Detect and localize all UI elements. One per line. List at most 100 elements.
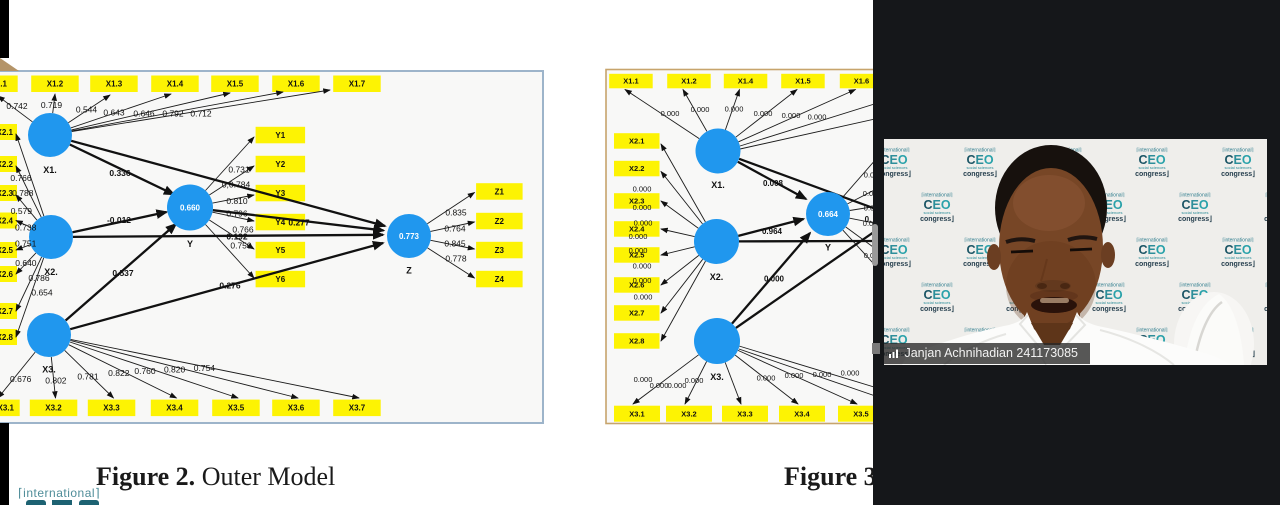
svg-text:0.537: 0.537 [112,268,134,278]
svg-text:0,0.784: 0,0.784 [222,180,251,190]
svg-text:0.0: 0.0 [864,171,873,180]
svg-text:0.0: 0.0 [864,204,873,213]
svg-text:X2.2: X2.2 [629,164,644,173]
svg-text:0.738: 0.738 [15,223,37,233]
svg-text:0.764: 0.764 [444,224,466,234]
svg-text:X3.5: X3.5 [853,409,868,418]
svg-text:X2.7: X2.7 [629,309,644,318]
svg-text:X2.3: X2.3 [629,197,644,206]
svg-text:X3.3: X3.3 [103,404,120,413]
svg-text:0.719: 0.719 [41,100,63,110]
svg-text:0.660: 0.660 [180,204,201,213]
svg-text:0.788: 0.788 [12,188,34,198]
svg-text:X2.8: X2.8 [629,337,644,346]
svg-text:0.000: 0.000 [782,111,801,120]
svg-text:X1.6: X1.6 [854,77,869,86]
svg-text:X2.: X2. [44,267,58,277]
svg-text:X3.1: X3.1 [0,404,15,413]
svg-text:0.754: 0.754 [194,363,216,373]
svg-text:X2.8: X2.8 [0,333,14,342]
svg-text:0.822: 0.822 [108,368,130,378]
svg-text:X3.3: X3.3 [737,409,752,418]
svg-text:X2.6: X2.6 [629,281,644,290]
svg-text:X3.6: X3.6 [288,404,305,413]
svg-text:0.000: 0.000 [764,275,785,284]
svg-text:0.810: 0.810 [226,196,248,206]
svg-text:0.664: 0.664 [818,210,839,219]
svg-text:0.742: 0.742 [6,101,28,111]
svg-text:X1.4: X1.4 [167,80,184,89]
svg-text:0.000: 0.000 [629,232,648,241]
svg-text:X1.5: X1.5 [795,77,810,86]
svg-text:0.277: 0.277 [288,218,310,228]
svg-text:X1.4: X1.4 [738,77,754,86]
svg-text:X2.5: X2.5 [629,251,644,260]
svg-text:0.000: 0.000 [757,374,776,383]
svg-text:0.008: 0.008 [763,179,784,188]
svg-text:0.000: 0.000 [661,109,680,118]
svg-text:X2.4: X2.4 [0,216,14,225]
svg-text:0.000: 0.000 [808,113,827,122]
svg-text:0.000: 0.000 [633,203,652,212]
svg-text:X2.6: X2.6 [0,270,14,279]
svg-text:0.781: 0.781 [77,372,99,382]
svg-text:0.000: 0.000 [633,262,652,271]
svg-text:0.751: 0.751 [15,239,37,249]
svg-text:X1.: X1. [711,180,725,190]
svg-text:0.792: 0.792 [162,109,184,119]
svg-text:0.000: 0.000 [633,185,652,194]
svg-text:X1.: X1. [43,165,57,175]
svg-text:0.640: 0.640 [15,258,37,268]
svg-text:-0.012: -0.012 [107,215,131,225]
svg-text:0.766: 0.766 [10,173,32,183]
svg-text:X2.2: X2.2 [0,160,14,169]
svg-text:X1.7: X1.7 [349,80,366,89]
svg-text:0.796: 0.796 [226,209,248,219]
svg-text:Y2: Y2 [275,160,285,169]
svg-text:0.0: 0.0 [863,219,873,228]
svg-text:0.000: 0.000 [691,105,710,114]
svg-text:0.000: 0.000 [785,371,804,380]
svg-text:0.: 0. [865,215,872,224]
svg-text:Z4: Z4 [495,275,505,284]
svg-text:X3.5: X3.5 [228,404,245,413]
svg-text:X1.2: X1.2 [47,80,64,89]
svg-text:0.766: 0.766 [232,225,254,235]
svg-text:0.579: 0.579 [11,206,33,216]
svg-text:0.676: 0.676 [10,374,32,384]
svg-text:0.835: 0.835 [445,208,467,218]
svg-text:Z: Z [406,266,412,276]
svg-text:0.000: 0.000 [725,105,744,114]
svg-text:X3.7: X3.7 [349,404,366,413]
svg-text:0.731: 0.731 [228,165,250,175]
svg-text:0.000: 0.000 [629,246,648,255]
svg-text:X1.5: X1.5 [227,80,244,89]
svg-text:0.750: 0.750 [230,241,252,251]
svg-text:0.000: 0.000 [650,381,669,390]
svg-text:0.000: 0.000 [668,381,687,390]
svg-text:X2.3: X2.3 [0,189,14,198]
svg-text:0.654: 0.654 [31,288,53,298]
svg-text:X3.2: X3.2 [681,409,696,418]
svg-text:X2.1: X2.1 [0,128,14,137]
svg-text:X3.2: X3.2 [45,404,62,413]
svg-text:0.964: 0.964 [762,227,783,236]
svg-text:0.760: 0.760 [134,366,156,376]
svg-text:X2.1: X2.1 [629,137,644,146]
svg-text:0.845: 0.845 [444,239,466,249]
svg-text:Y6: Y6 [275,275,285,284]
svg-text:0.544: 0.544 [76,105,98,115]
svg-text:0.336: 0.336 [109,168,131,178]
svg-text:X1.2: X1.2 [681,77,696,86]
svg-text:X3.1: X3.1 [629,409,644,418]
svg-text:X3.: X3. [710,372,724,382]
svg-text:0.000: 0.000 [634,293,653,302]
svg-text:0.778: 0.778 [445,254,467,264]
svg-text:0.000: 0.000 [685,376,704,385]
svg-text:X2.: X2. [710,272,724,282]
svg-text:Z2: Z2 [495,217,505,226]
svg-text:0.000: 0.000 [754,109,773,118]
svg-text:X3.4: X3.4 [166,404,183,413]
svg-text:X1.1: X1.1 [0,80,8,89]
svg-text:X3.: X3. [42,365,56,375]
